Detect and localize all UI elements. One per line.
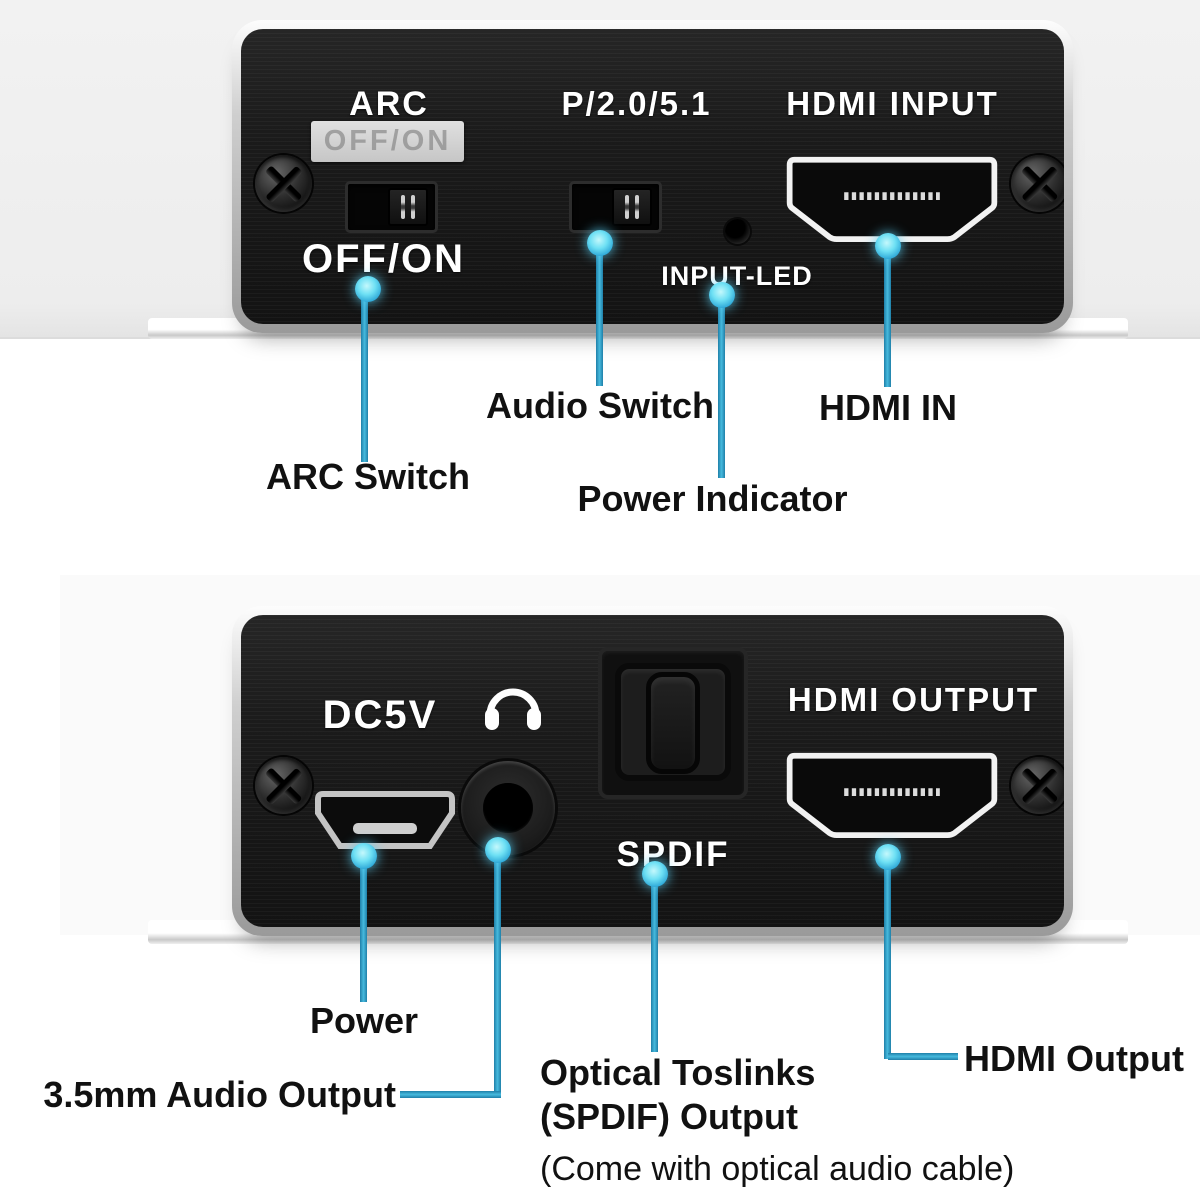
arc-switch [345, 181, 438, 233]
power-led [725, 219, 750, 244]
callout-dot-audio-switch [587, 230, 613, 256]
callout-dot-hdmi-output [875, 844, 901, 870]
arc-label: ARC [349, 85, 429, 123]
callout-dot-power-indicator [709, 282, 735, 308]
callout-line-35mm-horizontal [400, 1091, 501, 1098]
callout-label-35mm-audio-output: 3.5mm Audio Output [43, 1074, 396, 1115]
spdif-label: SPDIF [616, 835, 730, 874]
callout-line-power-indicator [718, 302, 725, 478]
toslink-plug [646, 672, 700, 774]
screw-icon [255, 155, 312, 212]
off-on-label: OFF/ON [301, 237, 466, 281]
callout-line-hdmi-output [884, 864, 891, 1059]
callout-label-arc-switch: ARC Switch [265, 456, 470, 497]
input-led-label: INPUT-LED [661, 261, 813, 291]
audio-mode-label: P/2.0/5.1 [561, 85, 712, 122]
callout-line-audio-switch [596, 250, 603, 386]
hdmi-input-label: HDMI INPUT [786, 85, 999, 122]
callout-dot-35mm [485, 837, 511, 863]
screw-icon [255, 757, 312, 814]
callout-dot-spdif [642, 861, 668, 887]
hdmi-output-port [786, 752, 998, 839]
callout-line-35mm [494, 857, 501, 1098]
callout-dot-power [351, 843, 377, 869]
callout-line-arc-switch [361, 296, 368, 462]
callout-line-power [360, 863, 367, 1002]
callout-label-hdmi-in: HDMI IN [819, 387, 957, 428]
switch-knob [612, 187, 653, 227]
callout-label-hdmi-output: HDMI Output [964, 1038, 1184, 1079]
callout-label-optical-note: (Come with optical audio cable) [540, 1150, 1015, 1188]
front-panel-face: ARC OFF/ON OFF/ON P/2.0/5.1 INPUT-LED HD… [241, 29, 1064, 324]
dc5v-label: DC5V [322, 693, 438, 737]
callout-line-hdmi-output-horizontal [888, 1053, 958, 1060]
screw-icon [1011, 155, 1064, 212]
arc-sticker: OFF/ON [311, 121, 464, 162]
switch-knob [388, 187, 429, 227]
toslink-port [598, 647, 748, 799]
headphone-icon [485, 688, 541, 730]
callout-dot-hdmi-in [875, 233, 901, 259]
callout-label-optical-line1: Optical Toslinks [540, 1052, 816, 1093]
callout-label-power-indicator: Power Indicator [577, 478, 848, 519]
audio-jack-3-5mm [461, 761, 555, 855]
callout-label-optical-line2: (SPDIF) Output [540, 1096, 798, 1137]
hdmi-output-label: HDMI OUTPUT [787, 681, 1040, 718]
callout-line-hdmi-in [884, 253, 891, 387]
hdmi-input-port [786, 156, 998, 243]
micro-usb-port [315, 791, 455, 849]
audio-switch [569, 181, 662, 233]
callout-label-audio-switch: Audio Switch [486, 385, 714, 426]
callout-line-spdif [651, 881, 658, 1052]
callout-dot-arc-switch [355, 276, 381, 302]
callout-label-power: Power [309, 1000, 419, 1041]
front-panel: ARC OFF/ON OFF/ON P/2.0/5.1 INPUT-LED HD… [232, 20, 1073, 333]
screw-icon [1011, 757, 1064, 814]
